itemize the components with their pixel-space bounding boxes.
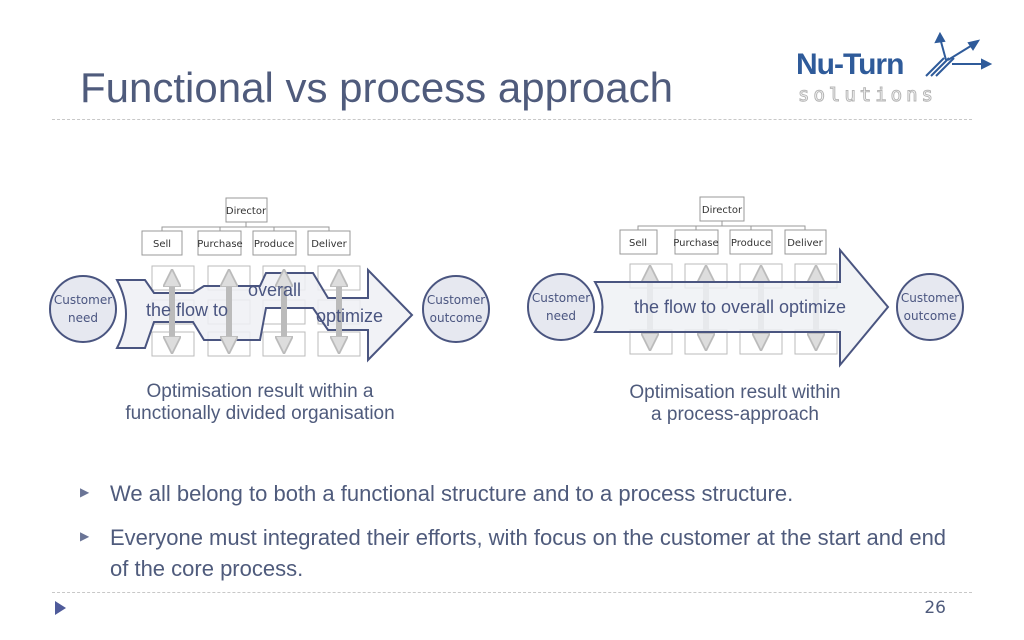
arrows-logo-icon: [925, 32, 993, 77]
customer-need-label: Customer: [54, 293, 112, 307]
director-label: Director: [702, 205, 743, 216]
bullet-list: ▶ We all belong to both a functional str…: [80, 478, 960, 597]
flow-text: the flow to overall optimize: [634, 297, 846, 317]
director-box: [225, 197, 268, 223]
dept-label: Produce: [731, 238, 771, 249]
customer-outcome-circle: [896, 273, 964, 341]
dept-box-deliver: [784, 229, 827, 255]
bullet-text: We all belong to both a functional struc…: [110, 481, 794, 506]
customer-need-label: Customer: [532, 291, 590, 305]
director-label: Director: [226, 206, 267, 217]
caption-line: functionally divided organisation: [125, 403, 395, 424]
flow-text: overall: [248, 280, 301, 300]
vertical-arrows: [172, 278, 339, 345]
customer-need-circle: [49, 275, 117, 343]
customer-need-label: need: [546, 309, 576, 323]
dept-box-purchase: [674, 229, 719, 255]
dept-label: Purchase: [673, 238, 718, 249]
play-icon: [55, 601, 66, 615]
dept-box-produce: [729, 229, 773, 255]
title-divider: [52, 119, 972, 120]
logo-sub-text: solutions: [798, 84, 937, 107]
logo-main-text: Nu-Turn: [796, 48, 904, 81]
customer-need-circle: [527, 273, 595, 341]
bullet-item: ▶ We all belong to both a functional str…: [80, 478, 960, 509]
bullet-text: Everyone must integrated their efforts, …: [110, 525, 947, 581]
caption-line: Optimisation result within a: [146, 381, 374, 402]
dept-label: Sell: [629, 238, 647, 249]
functional-diagram: [49, 197, 490, 363]
org-lines: [161, 222, 330, 231]
dept-label: Produce: [254, 239, 294, 250]
slide-title: Functional vs process approach: [80, 64, 673, 111]
dept-label: Deliver: [311, 239, 347, 250]
dept-label: Purchase: [197, 239, 242, 250]
flow-text: the flow to: [146, 300, 228, 320]
customer-outcome-label: Customer: [427, 293, 485, 307]
flow-text: optimize: [316, 306, 383, 326]
flow-arrow: [593, 247, 890, 368]
dept-box-deliver: [307, 230, 351, 256]
customer-outcome-label: Customer: [901, 291, 959, 305]
customer-outcome-label: outcome: [430, 311, 483, 325]
dept-label: Sell: [153, 239, 171, 250]
bullet-item: ▶ Everyone must integrated their efforts…: [80, 522, 960, 584]
flow-arrow: [115, 267, 414, 363]
dept-box-sell: [141, 230, 183, 256]
dept-box-purchase: [197, 230, 242, 256]
footer-divider: [52, 592, 972, 593]
dept-label: Deliver: [787, 238, 823, 249]
customer-need-label: need: [68, 311, 98, 325]
bullet-arrow-icon: ▶: [80, 529, 90, 543]
page-number: 26: [924, 598, 946, 618]
dept-box-produce: [252, 230, 297, 256]
customer-outcome-circle: [422, 275, 490, 343]
customer-outcome-label: outcome: [904, 309, 957, 323]
director-box: [699, 196, 745, 222]
right-caption: Optimisation result within a process-app…: [580, 382, 890, 426]
bullet-arrow-icon: ▶: [80, 485, 90, 499]
caption-line: Optimisation result within: [629, 382, 841, 403]
caption-line: a process-approach: [651, 404, 819, 425]
left-caption: Optimisation result within a functionall…: [100, 381, 420, 425]
process-diagram: [527, 196, 964, 368]
dept-box-sell: [619, 229, 658, 255]
